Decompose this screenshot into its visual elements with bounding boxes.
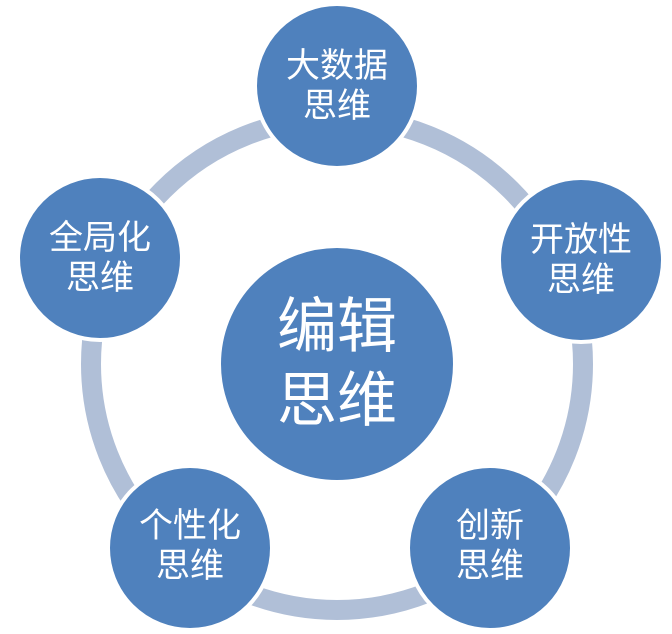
node-big-data: 大数据 思维: [253, 2, 421, 170]
center-node: 编辑 思维: [217, 244, 457, 484]
node-innovation: 创新 思维: [406, 464, 574, 632]
center-line2: 思维: [277, 366, 397, 436]
node-big-data-line1: 大数据: [286, 46, 388, 86]
node-personalization: 个性化 思维: [106, 464, 274, 632]
node-openness-circle: [497, 176, 665, 344]
node-big-data-line2: 思维: [303, 86, 371, 126]
node-innovation-line2: 思维: [456, 546, 524, 586]
node-big-data-circle: [253, 2, 421, 170]
node-innovation-line1: 创新: [456, 506, 524, 546]
node-holistic-line2: 思维: [66, 258, 134, 298]
node-innovation-circle: [406, 464, 574, 632]
node-holistic: 全局化 思维: [16, 174, 184, 342]
node-openness-line1: 开放性: [530, 220, 632, 260]
center-line1: 编辑: [277, 292, 397, 362]
node-openness-line2: 思维: [547, 260, 615, 300]
node-holistic-circle: [16, 174, 184, 342]
center-node-circle: [217, 244, 457, 484]
node-personalization-line1: 个性化: [139, 506, 241, 546]
node-personalization-line2: 思维: [156, 546, 224, 586]
node-openness: 开放性 思维: [497, 176, 665, 344]
node-personalization-circle: [106, 464, 274, 632]
node-holistic-line1: 全局化: [49, 218, 151, 258]
